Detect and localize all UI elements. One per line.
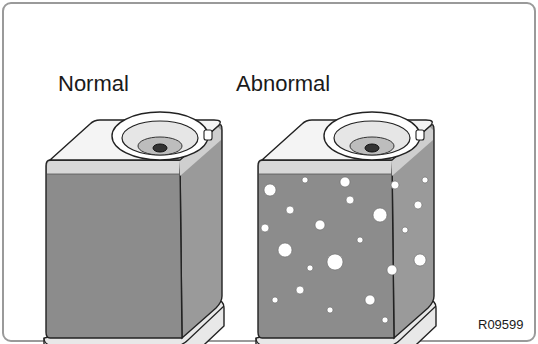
air-bubble — [391, 181, 399, 189]
air-bubble — [327, 254, 343, 270]
air-bubble — [261, 224, 269, 232]
air-bubble — [315, 220, 325, 230]
air-bubble — [373, 208, 387, 222]
figure-code: R09599 — [478, 318, 524, 331]
air-bubble — [365, 295, 375, 305]
air-bubble — [414, 201, 422, 209]
normal-reservoir — [44, 112, 224, 344]
air-bubble — [346, 196, 354, 204]
air-bubble — [340, 177, 350, 187]
bubbles — [261, 177, 428, 323]
air-bubble — [272, 297, 278, 303]
abnormal-reservoir — [256, 112, 436, 344]
air-bubble — [286, 206, 294, 214]
air-bubble — [302, 177, 308, 183]
air-bubble — [402, 227, 408, 233]
air-bubble — [382, 317, 388, 323]
condition-label: Normal — [58, 73, 129, 95]
condition-label: Abnormal — [236, 73, 330, 95]
air-bubble — [296, 286, 304, 294]
air-bubble — [357, 237, 363, 243]
air-bubble — [278, 243, 292, 257]
air-bubble — [422, 177, 428, 183]
air-bubble — [414, 254, 426, 266]
air-bubble — [307, 265, 313, 271]
air-bubble — [264, 184, 276, 196]
air-bubble — [387, 265, 397, 275]
air-bubble — [327, 307, 333, 313]
